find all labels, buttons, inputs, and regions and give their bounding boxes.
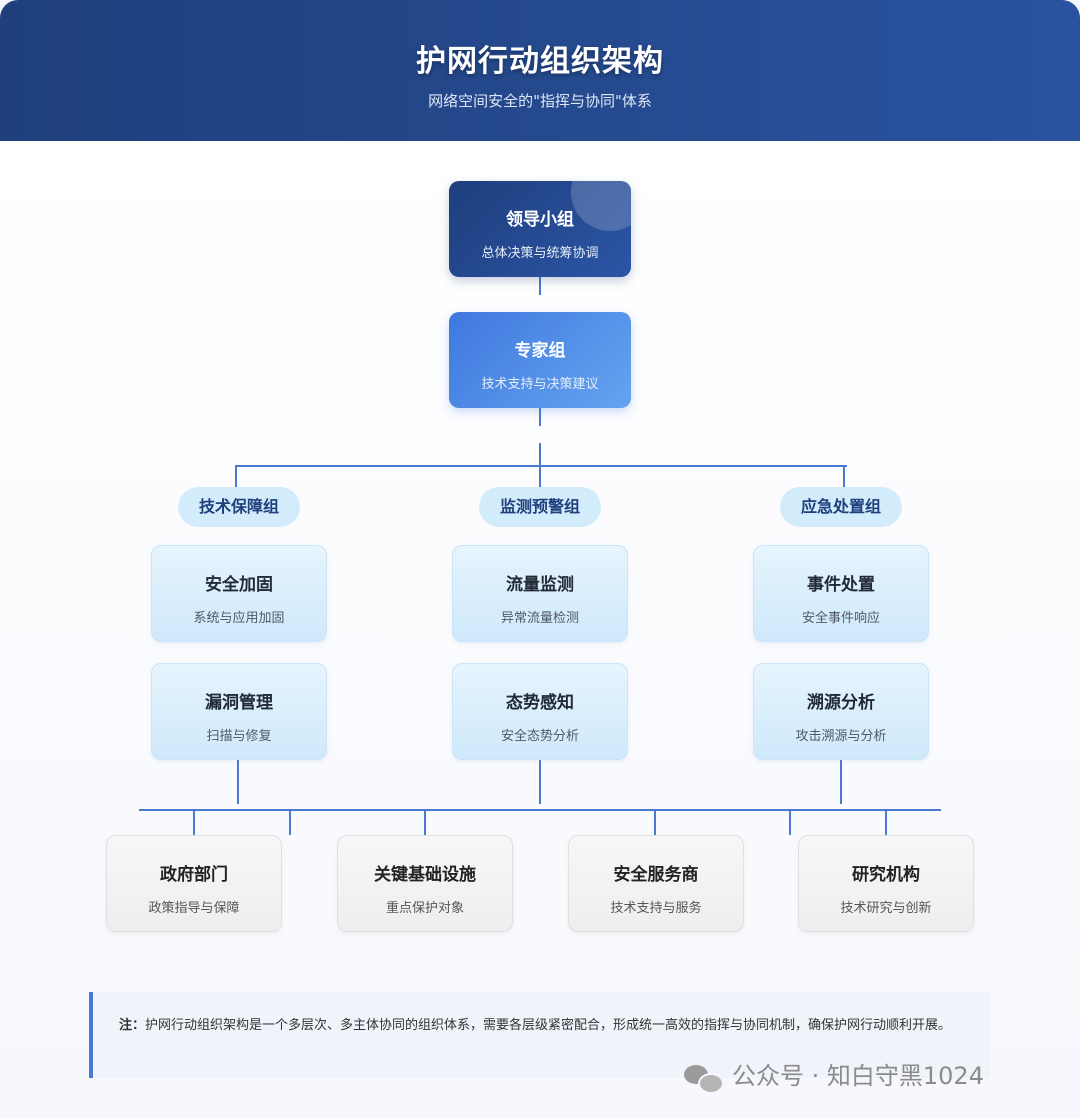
connector-expert-down (539, 392, 541, 426)
connector-branch-left (235, 465, 237, 487)
connector-org1 (193, 811, 195, 835)
connector-group2-bottom (539, 760, 541, 804)
task-title: 溯源分析 (807, 693, 875, 713)
group-pill-monitor: 监测预警组 (479, 487, 601, 527)
leadership-desc: 总体决策与统筹协调 (481, 246, 599, 261)
wechat-icon (684, 1061, 724, 1094)
org-desc: 政策指导与保障 (148, 901, 240, 916)
watermark-text: 公众号 · 知白守黑1024 (732, 1062, 984, 1090)
org-desc: 技术支持与服务 (610, 901, 702, 916)
connector-org1-aux (289, 811, 291, 835)
note-text: 护网行动组织架构是一个多层次、多主体协同的组织体系，需要各层级紧密配合，形成统一… (145, 1018, 952, 1033)
note-box: 注：护网行动组织架构是一个多层次、多主体协同的组织体系，需要各层级紧密配合，形成… (89, 992, 990, 1078)
connector-org4-aux (789, 811, 791, 835)
org-title: 安全服务商 (613, 865, 699, 885)
org-title: 研究机构 (852, 865, 920, 885)
task-desc: 安全事件响应 (801, 611, 880, 626)
connector-branch-right (843, 465, 845, 487)
org-desc: 技术研究与创新 (840, 901, 932, 916)
task-title: 漏洞管理 (205, 693, 273, 713)
org-title: 关键基础设施 (374, 865, 476, 885)
expert-desc: 技术支持与决策建议 (481, 377, 599, 392)
task-title: 流量监测 (506, 575, 574, 595)
task-box: 态势感知 安全态势分析 (452, 663, 628, 760)
connector-group3-bottom (840, 760, 842, 804)
watermark: 公众号 · 知白守黑1024 (684, 1058, 984, 1094)
connector-group1-bottom (237, 760, 239, 804)
org-box-government: 政府部门 政策指导与保障 (106, 835, 282, 932)
page-subtitle: 网络空间安全的"指挥与协同"体系 (428, 92, 652, 110)
connector-org2 (424, 811, 426, 835)
page-title: 护网行动组织架构 (416, 44, 664, 79)
task-desc: 安全态势分析 (500, 729, 579, 744)
task-title: 态势感知 (506, 693, 574, 713)
group-pill-tech: 技术保障组 (178, 487, 300, 527)
leadership-box: 领导小组 总体决策与统筹协调 (449, 181, 631, 277)
org-box-infrastructure: 关键基础设施 重点保护对象 (337, 835, 513, 932)
task-desc: 系统与应用加固 (193, 611, 285, 626)
task-box: 溯源分析 攻击溯源与分析 (753, 663, 929, 760)
group-pill-emergency: 应急处置组 (780, 487, 902, 527)
connector-lead-expert (539, 277, 541, 295)
expert-box: 专家组 技术支持与决策建议 (449, 312, 631, 408)
connector-branch-horizontal (235, 465, 847, 467)
task-box: 漏洞管理 扫描与修复 (151, 663, 327, 760)
task-box: 流量监测 异常流量检测 (452, 545, 628, 642)
connector-bottom-bus (139, 809, 941, 811)
leadership-title: 领导小组 (506, 210, 574, 230)
expert-title: 专家组 (514, 341, 566, 361)
task-desc: 扫描与修复 (206, 729, 272, 744)
connector-org3 (654, 811, 656, 835)
connector-org4 (885, 811, 887, 835)
task-desc: 异常流量检测 (500, 611, 579, 626)
org-title: 政府部门 (160, 865, 228, 885)
org-box-research: 研究机构 技术研究与创新 (798, 835, 974, 932)
task-box: 安全加固 系统与应用加固 (151, 545, 327, 642)
org-desc: 重点保护对象 (385, 901, 464, 916)
task-desc: 攻击溯源与分析 (795, 729, 887, 744)
header-banner: 护网行动组织架构 网络空间安全的"指挥与协同"体系 (0, 0, 1080, 141)
org-box-service-provider: 安全服务商 技术支持与服务 (568, 835, 744, 932)
task-title: 安全加固 (205, 575, 273, 595)
task-title: 事件处置 (807, 575, 875, 595)
task-box: 事件处置 安全事件响应 (753, 545, 929, 642)
note-label: 注： (119, 1018, 146, 1033)
